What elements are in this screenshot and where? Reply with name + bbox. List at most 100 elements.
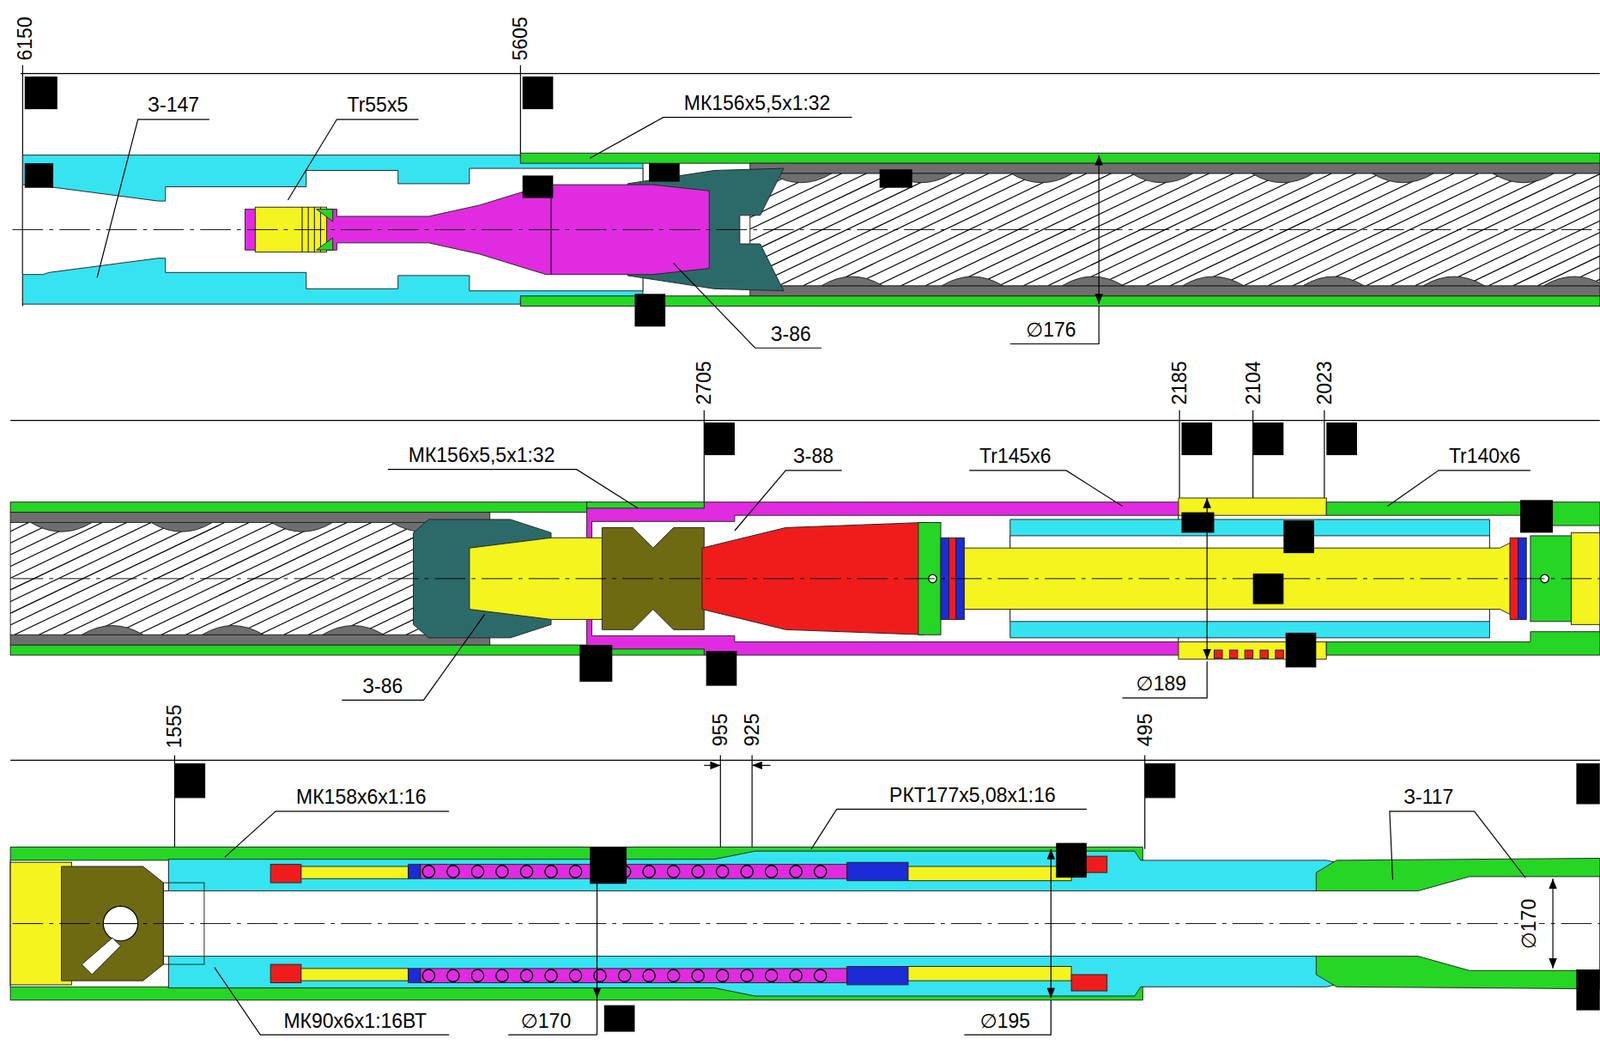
leader-line — [596, 997, 598, 1035]
stator-lobe — [821, 276, 883, 286]
bearing-ball — [814, 969, 827, 982]
leader-line — [1387, 470, 1531, 507]
extension-line — [520, 65, 522, 162]
bearing-ball — [716, 969, 729, 982]
dimension-value: 925 — [741, 711, 763, 748]
designation-label: ∅195 — [978, 1010, 1032, 1031]
marker-block — [879, 169, 913, 188]
bearing-ball — [520, 969, 533, 982]
designation-label: З-147 — [145, 94, 201, 116]
stator-lobe — [271, 522, 333, 533]
spacer — [847, 965, 909, 984]
marker-block — [1326, 422, 1358, 455]
marker-block — [589, 846, 627, 884]
stator-liner — [750, 163, 1600, 174]
stator-lobe — [322, 625, 384, 636]
dimension-base-line — [10, 759, 1600, 761]
dimension-base-line — [20, 72, 1600, 74]
designation-label: З-86 — [769, 323, 813, 345]
designation-label: Tr145x6 — [977, 445, 1054, 467]
designation-label: ∅170 — [519, 1010, 573, 1031]
designation-label: ∅176 — [1024, 319, 1078, 340]
stator-lobe — [81, 625, 143, 636]
stator-lobe — [1423, 276, 1485, 286]
centre-line — [12, 922, 1600, 924]
lock-wedge — [316, 237, 334, 250]
marker-block — [24, 163, 54, 188]
bearing-ball — [545, 865, 558, 878]
leader-line — [96, 119, 210, 278]
stator-lobe — [30, 522, 92, 533]
marker-block — [522, 175, 554, 198]
motor-housing — [10, 502, 592, 513]
bearing-ball — [496, 865, 509, 878]
bearing-ball — [569, 865, 582, 878]
stator-lobe — [1303, 276, 1364, 286]
extension-line — [1323, 410, 1325, 509]
marker-block — [579, 644, 613, 682]
pin — [1244, 649, 1254, 659]
bearing-ball — [789, 969, 802, 982]
stator-lobe — [1011, 173, 1073, 183]
lock-wedge — [316, 209, 334, 222]
pin — [1214, 649, 1224, 659]
designation-label: ∅189 — [1134, 672, 1188, 694]
pin — [1229, 649, 1238, 659]
stator-lobe — [1061, 276, 1123, 286]
stator-lobe — [941, 276, 1003, 286]
extension-line — [751, 754, 753, 849]
marker-block — [1181, 422, 1213, 455]
marker-block — [703, 422, 735, 455]
radial-bearing — [908, 866, 1072, 881]
marker-block — [24, 76, 58, 110]
bearing-ball — [691, 969, 704, 982]
designation-label: З-88 — [791, 445, 836, 467]
bearing-ball — [545, 969, 558, 982]
designation-label: МК156х5,5х1:32 — [682, 92, 833, 114]
leader-line — [811, 808, 1087, 849]
dimension-arrow — [703, 764, 721, 766]
bearing-ball — [691, 865, 704, 878]
bearing-ball — [447, 865, 460, 878]
thrust-bearing-cage — [420, 968, 848, 983]
stator-liner — [10, 512, 491, 523]
leader-line — [589, 117, 852, 159]
dimension-base-line — [10, 419, 1600, 421]
dimension-value: 2185 — [1169, 358, 1190, 407]
leader-line — [287, 119, 419, 200]
bearing-ball — [642, 865, 655, 878]
stator-lobe — [1131, 173, 1193, 183]
bearing-ball — [666, 969, 679, 982]
motor-housing — [10, 644, 592, 655]
dimension-value: 2705 — [693, 358, 715, 407]
marker-block — [174, 763, 206, 798]
dimension-value: ∅170 — [1518, 896, 1540, 951]
flush-channel — [81, 937, 121, 975]
bearing-ball — [642, 969, 655, 982]
stator-liner — [750, 285, 1600, 297]
bearing-ball — [618, 969, 631, 982]
bearing-ball — [471, 865, 484, 878]
stator-lobe — [1372, 173, 1434, 183]
motor-housing — [520, 152, 1600, 164]
bearing-ball — [814, 865, 827, 878]
marker-block — [1253, 573, 1285, 605]
dimension-value: 495 — [1134, 711, 1156, 748]
dimension-value: 1555 — [163, 703, 185, 751]
bearing-ball — [496, 969, 509, 982]
marker-block — [1181, 512, 1214, 534]
thrust-washer — [270, 864, 302, 883]
leader-line — [508, 1034, 597, 1036]
leader-line — [387, 469, 638, 509]
extension-line — [1179, 410, 1181, 509]
spacer — [408, 968, 421, 983]
stator-lobe — [151, 522, 213, 533]
bearing-ball — [740, 865, 753, 878]
leader-line — [341, 613, 485, 700]
marker-block — [1575, 763, 1600, 805]
stator-lobe — [1251, 173, 1313, 183]
bearing-ball — [422, 865, 435, 878]
bearing-ball — [765, 865, 778, 878]
marker-block — [1145, 763, 1176, 798]
